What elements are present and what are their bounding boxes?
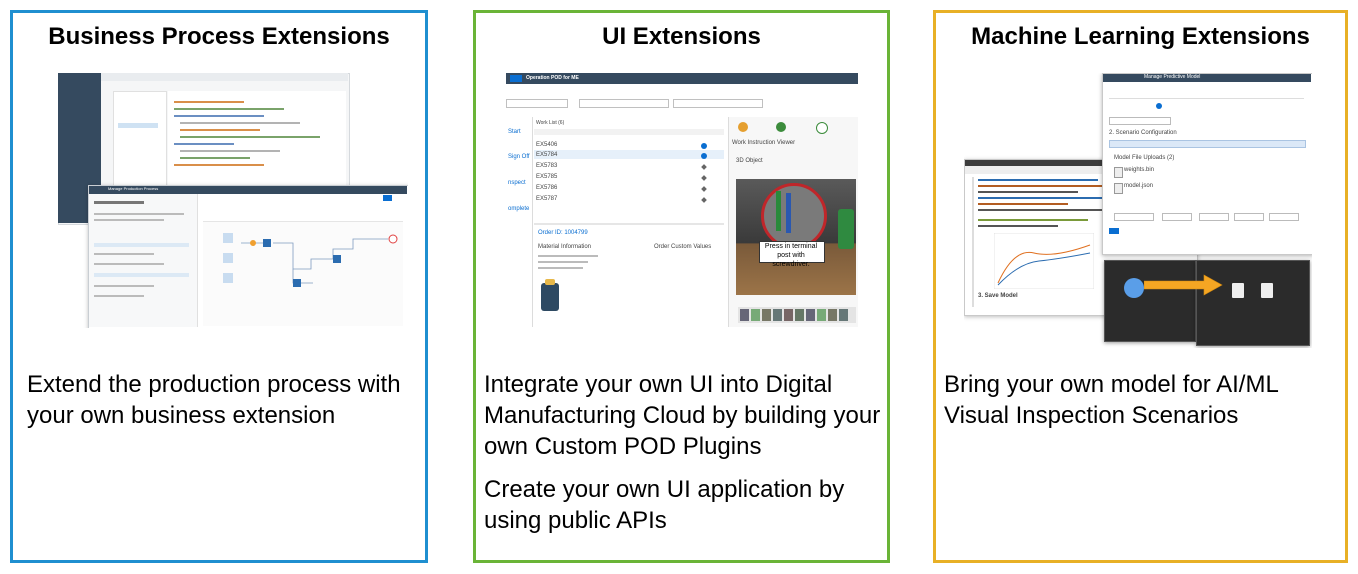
card-business-process: Business Process Extensions Manage Produ… [10, 10, 428, 563]
save-model-heading: 3. Save Model [978, 293, 1018, 299]
ml-window-title: Manage Predictive Model [1144, 74, 1201, 80]
work-list-title: Work List (6) [536, 120, 565, 126]
business-process-screenshot: Manage Production Process [58, 73, 408, 328]
process-designer-title: Manage Production Process [108, 186, 159, 191]
callout-box [759, 241, 825, 263]
card-title: Business Process Extensions [48, 23, 390, 50]
scenario-config: 2. Scenario Configuration [1109, 130, 1177, 136]
file-uploads: Model File Uploads (2) [1114, 155, 1175, 161]
callout-text: Press in terminal post with screwdriver. [764, 243, 818, 268]
card-description: Integrate your own UI into Digital Manuf… [484, 369, 887, 548]
card-paragraph: Integrate your own UI into Digital Manuf… [484, 371, 881, 460]
object-label: 3D Object [736, 158, 763, 164]
pod-title: Operation POD for ME [526, 75, 579, 81]
order-values: Order Custom Values [654, 244, 712, 250]
card-description: Extend the production process with your … [27, 369, 425, 443]
work-row[interactable]: EX5784 [536, 152, 558, 158]
work-row[interactable]: EX5786 [536, 185, 558, 191]
card-title: Machine Learning Extensions [971, 23, 1310, 50]
card-paragraph: Extend the production process with your … [27, 371, 401, 429]
file-weights: weights.bin [1124, 167, 1155, 173]
material-info: Material Information [538, 244, 592, 250]
ui-extensions-screenshot: Operation POD for ME Start Sign Off nspe… [506, 73, 858, 327]
side-button-signoff[interactable]: Sign Off [508, 154, 530, 160]
side-button-complete[interactable]: omplete [508, 206, 530, 212]
card-description: Bring your own model for AI/ML Visual In… [944, 369, 1345, 443]
card-ml-extensions: Machine Learning Extensions 3. Save Mode… [933, 10, 1348, 563]
work-row[interactable]: EX5785 [536, 174, 558, 180]
work-row[interactable]: EX5406 [536, 142, 558, 148]
card-paragraph: Create your own UI application by using … [484, 476, 845, 534]
card-paragraph: Bring your own model for AI/ML Visual In… [944, 371, 1278, 429]
work-row[interactable]: EX5787 [536, 196, 558, 202]
work-row[interactable]: EX5783 [536, 163, 558, 169]
viewer-title: Work Instruction Viewer [732, 140, 796, 146]
card-title: UI Extensions [602, 23, 761, 50]
order-id: Order ID: 1004799 [538, 230, 588, 236]
side-button-start[interactable]: Start [508, 129, 521, 135]
side-button-inspect[interactable]: nspect [508, 180, 526, 186]
ml-extensions-screenshot: 3. Save Model Manage Predictive Model 2.… [964, 73, 1312, 348]
file-model: model.json [1124, 183, 1154, 189]
card-ui-extensions: UI Extensions Operation POD for ME Start… [473, 10, 890, 563]
